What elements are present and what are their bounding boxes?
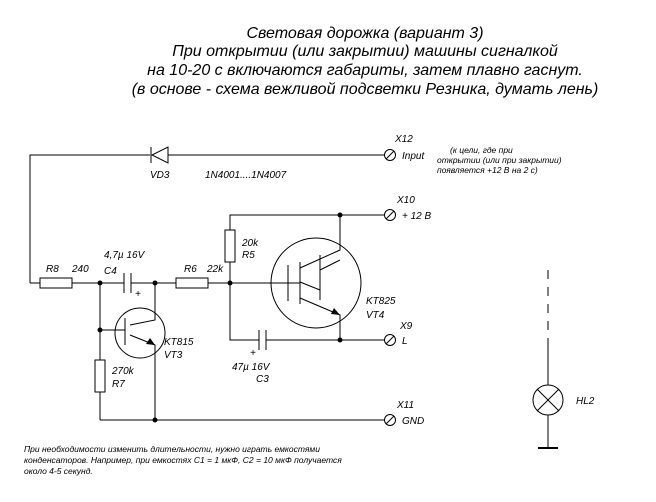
terminal-x10: X10 + 12 В <box>384 195 432 222</box>
c4-ref: C4 <box>104 266 117 277</box>
c3-value: 47µ 16V <box>232 362 271 373</box>
resistor-r8: R8 240 <box>39 264 89 289</box>
r8-value: 240 <box>71 264 89 275</box>
x12-note: открытии (или при закрытии) <box>437 155 562 165</box>
vt3-value: KT815 <box>164 337 194 348</box>
r5-ref: R5 <box>242 250 255 261</box>
x9-label: L <box>402 336 408 347</box>
c4-value: 4,7µ 16V <box>104 250 146 261</box>
c3-plus: + <box>250 348 256 359</box>
terminal-x9: X9 L <box>384 321 413 347</box>
title-line: (в основе - схема вежливой подсветки Рез… <box>132 81 599 98</box>
x11-ref: X11 <box>396 400 414 411</box>
title-line: При открытии (или закрытии) машины сигна… <box>172 43 558 60</box>
vd3-ref: VD3 <box>150 170 170 181</box>
r7-ref: R7 <box>112 379 125 390</box>
transistor-vt4: KT825 VT4 <box>270 237 396 329</box>
r5-value: 20k <box>241 238 259 249</box>
nodes <box>97 212 343 423</box>
x9-ref: X9 <box>399 321 413 332</box>
r6-ref: R6 <box>184 264 197 275</box>
title: Световая дорожка (вариант 3) При открыти… <box>132 25 599 98</box>
title-line: Световая дорожка (вариант 3) <box>246 25 483 42</box>
footnote: При необходимости изменить длительности,… <box>24 444 342 476</box>
x12-note: появляется +12 В на 2 с) <box>437 165 538 175</box>
x10-label: + 12 В <box>402 211 432 222</box>
c4-plus: + <box>135 289 141 300</box>
junction-dot <box>97 327 103 333</box>
vt4-value: KT825 <box>366 296 396 307</box>
footnote-line: При необходимости изменить длительности,… <box>24 444 320 454</box>
lamp-hl2: HL2 <box>532 270 595 449</box>
junction-dot <box>337 337 343 343</box>
x12-ref: X12 <box>394 134 413 145</box>
junction-dot <box>227 280 233 286</box>
footnote-line: конденсаторов. Например, при емкостях С1… <box>24 455 342 465</box>
resistor-r7: 270k R7 <box>94 359 135 393</box>
resistor-r6: R6 22k <box>175 264 224 289</box>
r6-value: 22k <box>206 264 224 275</box>
junction-dot <box>97 280 103 286</box>
vt3-ref: VT3 <box>164 350 183 361</box>
diode-vd3: VD3 1N4001....1N4007 <box>150 146 287 181</box>
x12-label: Input <box>402 151 425 162</box>
r7-value: 270k <box>111 366 135 377</box>
hl2-ref: HL2 <box>576 396 595 407</box>
transistor-vt3: KT815 VT3 <box>114 307 194 361</box>
title-line: на 10-20 с включаются габариты, затем пл… <box>147 62 583 79</box>
r8-ref: R8 <box>46 264 59 275</box>
junction-dot <box>337 212 343 218</box>
footnote-line: около 4-5 секунд. <box>24 466 93 476</box>
x11-label: GND <box>402 416 424 427</box>
vt4-ref: VT4 <box>366 310 385 321</box>
x12-note: (к цели, где при <box>450 145 513 155</box>
terminal-x11: X11 GND <box>384 400 424 427</box>
terminal-x12: X12 Input (к цели, где при открытии (или… <box>384 134 562 175</box>
resistor-r5: 20k R5 <box>224 229 259 263</box>
junction-dot <box>152 280 158 286</box>
capacitor-c4: 4,7µ 16V C4 + <box>104 250 146 300</box>
junction-dot <box>152 417 158 423</box>
capacitor-c3: + 47µ 16V C3 <box>232 330 271 385</box>
vd3-value: 1N4001....1N4007 <box>205 170 287 181</box>
c3-ref: C3 <box>256 374 269 385</box>
x10-ref: X10 <box>396 195 415 206</box>
